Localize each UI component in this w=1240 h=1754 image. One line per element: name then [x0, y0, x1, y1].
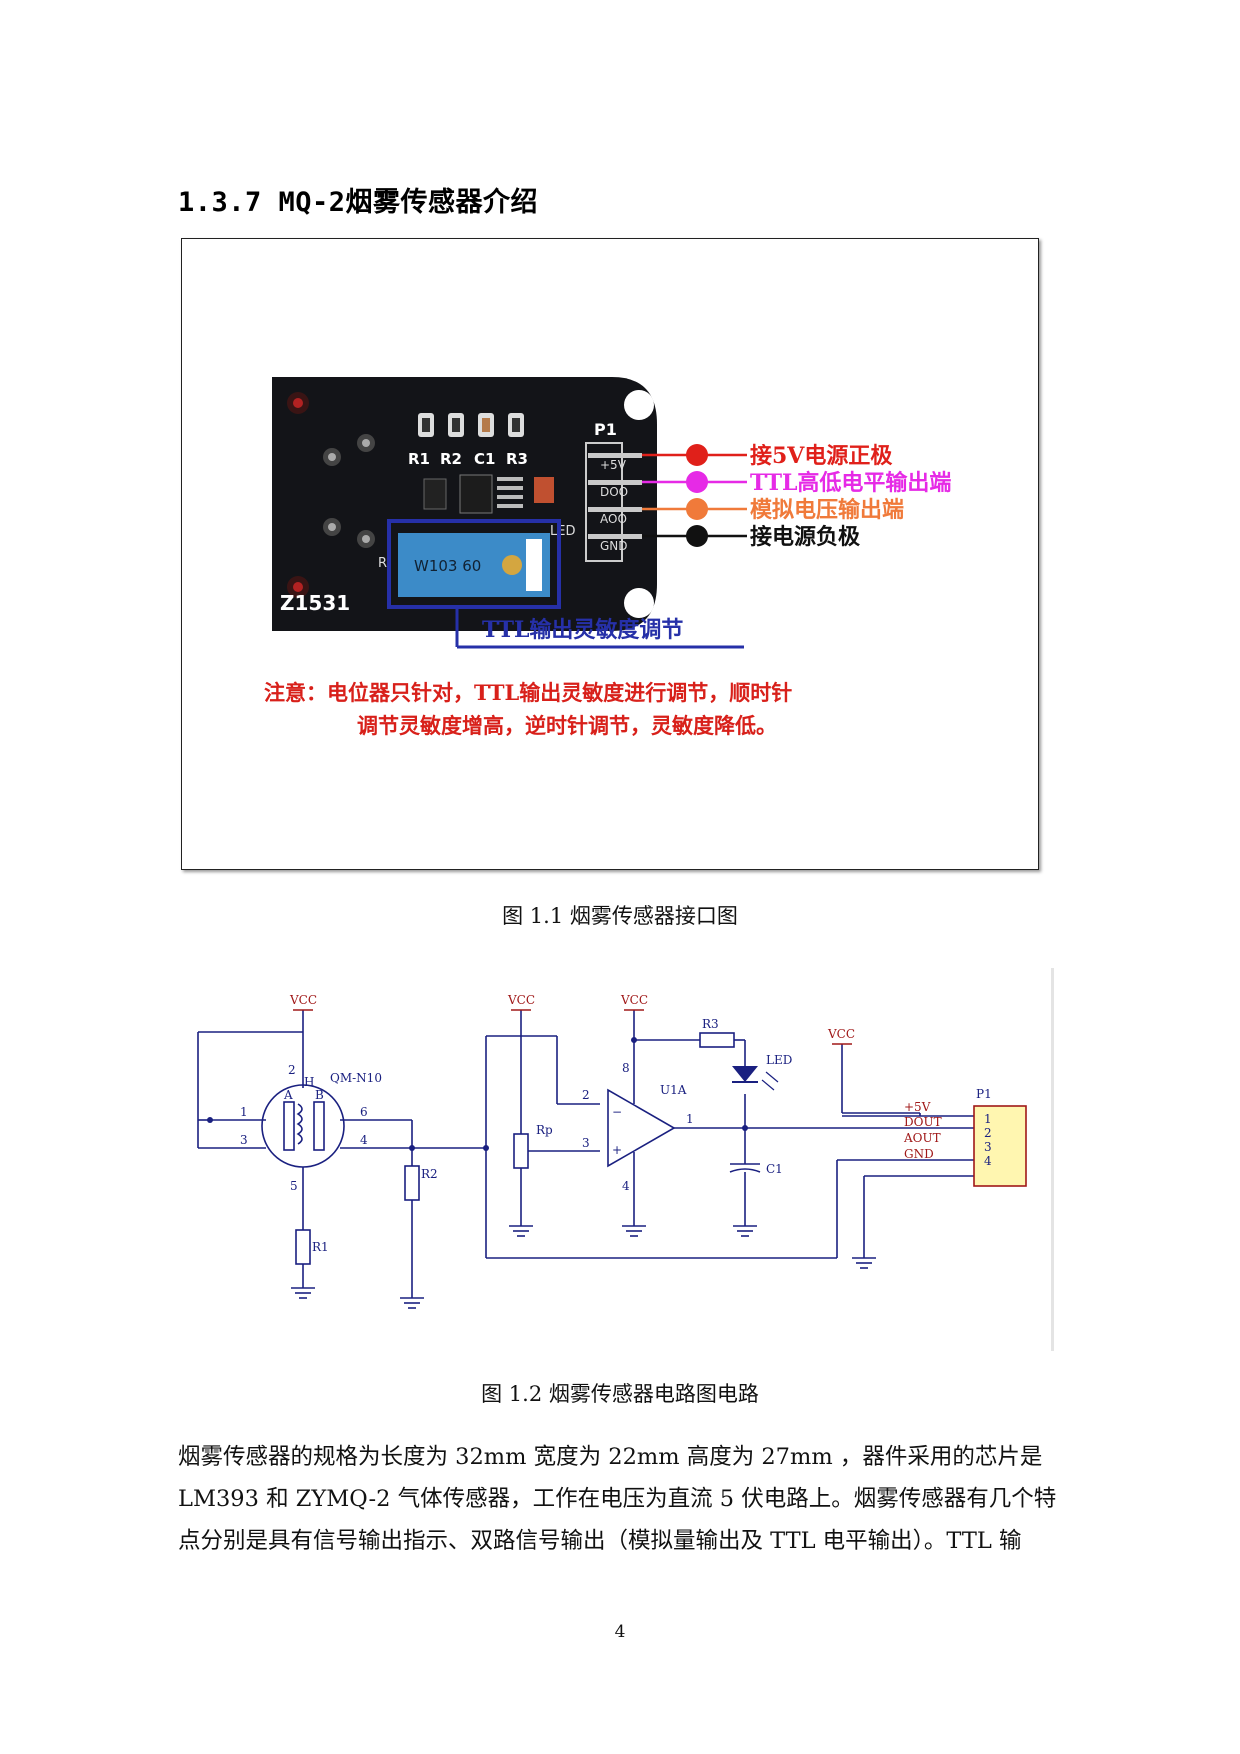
board-pin-aout: AOO — [600, 512, 627, 526]
figure2-caption: 图 1.2 烟雾传感器电路图电路 — [481, 1382, 759, 1406]
callout-ttl: TTL高低电平输出端 — [750, 470, 951, 496]
board-pin-gnd: GND — [600, 539, 628, 553]
board-label-led: LED — [550, 524, 575, 539]
opamp-pin-1: 1 — [686, 1112, 694, 1126]
board-label-r3: R3 — [506, 450, 528, 468]
opamp-pin-2: 2 — [582, 1088, 590, 1102]
r1-label: R1 — [312, 1240, 329, 1254]
pot-marking: W103 60 — [414, 557, 481, 575]
opamp-plus-sign: + — [612, 1143, 622, 1157]
sensor-label: QM-N10 — [330, 1071, 382, 1085]
opamp-minus-sign: − — [612, 1105, 622, 1119]
board-label-r2: R2 — [440, 450, 462, 468]
sensor-pin-a: A — [283, 1088, 293, 1102]
sensor-pin-6: 6 — [360, 1105, 368, 1119]
board-pin-5v: +5V — [600, 458, 627, 472]
opamp-pin-3: 3 — [582, 1136, 590, 1150]
pot-callout-text: TTL输出灵敏度调节 — [482, 617, 683, 643]
p1-pin-4: 4 — [984, 1154, 992, 1168]
p1-pin-2: 2 — [984, 1126, 992, 1140]
sensor-board-photo: R1 R2 C1 R3 LED P1 +5V DOO AOO GND W103 … — [272, 377, 657, 631]
paragraph-line-2: LM393 和 ZYMQ-2 气体传感器，工作在电压为直流 5 伏电路上。烟雾传… — [178, 1486, 1057, 1512]
paragraph-line-3: 点分别是具有信号输出指示、双路信号输出（模拟量输出及 TTL 电平输出）。TTL… — [178, 1528, 1022, 1554]
figure1-caption: 图 1.1 烟雾传感器接口图 — [502, 904, 738, 928]
p1-pin-3: 3 — [984, 1140, 992, 1154]
board-pin-dout: DOO — [600, 485, 628, 499]
net-dout: DOUT — [904, 1115, 942, 1129]
pot-callout: TTL输出灵敏度调节 — [455, 607, 744, 649]
body-paragraph: 烟雾传感器的规格为长度为 32mm 宽度为 22mm 高度为 27mm ，器件采… — [178, 1436, 1118, 1562]
sensor-pin-2: 2 — [288, 1063, 296, 1077]
opamp-pin-8: 8 — [622, 1061, 630, 1075]
p1-label: P1 — [976, 1087, 992, 1101]
section-heading: 1.3.7 MQ-2烟雾传感器介绍 — [178, 187, 539, 218]
vcc-label-2: VCC — [507, 993, 535, 1007]
rp-label: Rp — [536, 1123, 553, 1137]
led-label: LED — [766, 1053, 792, 1067]
note-line-1: 注意：电位器只针对，TTL输出灵敏度进行调节，顺时针 — [264, 680, 792, 705]
sensor-pin-4: 4 — [360, 1133, 368, 1147]
paragraph-line-1: 烟雾传感器的规格为长度为 32mm 宽度为 22mm 高度为 27mm ，器件采… — [178, 1444, 1043, 1470]
image-edge — [1051, 968, 1054, 1351]
pot-prefix: R — [378, 556, 387, 571]
vcc-label-4: VCC — [827, 1027, 855, 1041]
pin-callouts: 接5V电源正极 TTL高低电平输出端 模拟电压输出端 接电源负极 — [642, 443, 951, 550]
net-gnd: GND — [904, 1147, 934, 1161]
callout-analog: 模拟电压输出端 — [750, 497, 904, 523]
led-symbol — [732, 1066, 779, 1091]
vcc-label-1: VCC — [289, 993, 317, 1007]
board-label-r1: R1 — [408, 450, 430, 468]
board-label-p1: P1 — [594, 420, 617, 439]
figure-sensor-interface: R1 R2 C1 R3 LED P1 +5V DOO AOO GND W103 … — [181, 238, 1039, 870]
board-marking: Z1531 — [280, 591, 350, 615]
c1-label: C1 — [766, 1162, 783, 1176]
p1-header-box — [973, 1105, 1027, 1187]
opamp-label: U1A — [660, 1083, 687, 1097]
page-number: 4 — [614, 1622, 626, 1642]
sensor-pin-h: H — [304, 1075, 314, 1089]
r3-label: R3 — [702, 1017, 719, 1031]
vcc-label-3: VCC — [620, 993, 648, 1007]
callout-gnd: 接电源负极 — [750, 524, 861, 550]
figure-circuit-schematic: VCC VCC VCC VCC QM-N10 2 H 1 3 A B 6 4 5… — [180, 968, 1060, 1352]
sensor-pin-1: 1 — [240, 1105, 248, 1119]
net-5v: +5V — [904, 1100, 931, 1114]
sensor-pin-b: B — [315, 1088, 324, 1102]
callout-5v: 接5V电源正极 — [750, 443, 893, 469]
board-label-c1: C1 — [474, 450, 495, 468]
net-aout: AOUT — [903, 1131, 941, 1145]
opamp-pin-4: 4 — [622, 1179, 630, 1193]
p1-pin-1: 1 — [984, 1112, 992, 1126]
note-line-2: 调节灵敏度增高，逆时针调节，灵敏度降低。 — [357, 713, 777, 738]
sensor-pin-5: 5 — [290, 1179, 298, 1193]
sensor-pin-3: 3 — [240, 1133, 248, 1147]
r2-label: R2 — [421, 1167, 438, 1181]
